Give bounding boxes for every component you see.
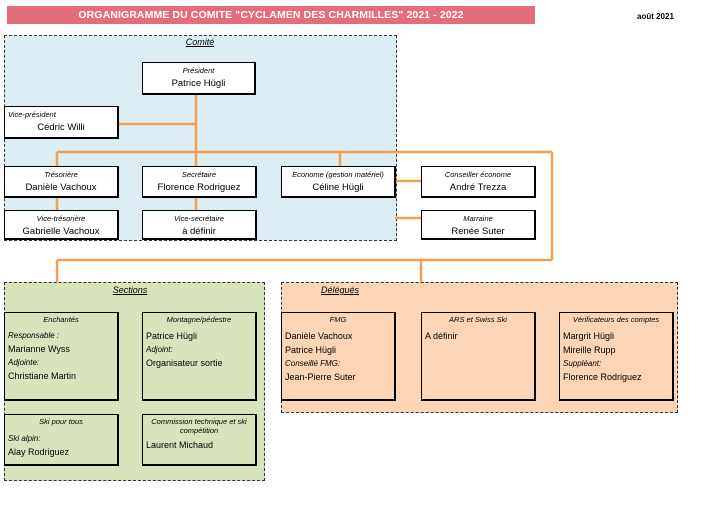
verificateurs-line1: Margrit Hügli <box>563 330 615 341</box>
sections-label: Sections <box>112 285 148 295</box>
verificateurs-head: Vérificateurs des comptes <box>572 315 660 324</box>
vice-secretaire-name: à définir <box>182 226 216 238</box>
fmg-line3: Jean-Pierre Suter <box>285 371 356 382</box>
comite-label: Comité <box>185 37 215 47</box>
president-box: Président Patrice Hügli <box>142 62 256 95</box>
president-name: Patrice Hügli <box>171 78 226 90</box>
montagne-box: Montagne/pédestre Patrice Hügli Adjoint:… <box>142 312 257 401</box>
page-title: ORGANIGRAMME DU COMITE "CYCLAMEN DES CHA… <box>7 6 535 24</box>
commission-head: Commission technique et ski compétition <box>151 417 247 435</box>
ars-head: ARS et Swiss Ski <box>449 315 507 324</box>
delegues-label: Délégués <box>320 285 360 295</box>
marraine-name: Renée Suter <box>451 226 505 238</box>
verificateurs-line2: Mireille Rupp <box>563 344 616 355</box>
vice-tresoriere-box: Vice-trésorière Gabrielle Vachoux <box>4 210 119 240</box>
vice-president-role: Vice-président <box>8 110 56 119</box>
tresoriere-name: Danièle Vachoux <box>25 182 97 194</box>
verificateurs-box: Vérificateurs des comptes Margrit Hügli … <box>559 312 674 401</box>
commission-line1: Laurent Michaud <box>146 440 214 451</box>
ars-box: ARS et Swiss Ski A définir <box>421 312 536 401</box>
conseiller-box: Conseiller économe André Trezza <box>421 166 536 198</box>
vice-president-box: Vice-président Cédric Willi <box>4 106 119 139</box>
ars-line1: A définir <box>425 330 458 341</box>
montagne-sub1: Adjoint: <box>146 344 173 354</box>
montagne-head: Montagne/pédestre <box>166 315 232 324</box>
montagne-line1: Patrice Hügli <box>146 330 198 341</box>
date-label: août 2021 <box>637 12 674 21</box>
tresoriere-role: Trésorière <box>44 170 78 179</box>
ski-box: Ski pour tous Ski alpin: Alay Rodriguez <box>4 414 119 466</box>
ski-sub1: Ski alpin: <box>8 433 41 443</box>
vice-tresoriere-name: Gabrielle Vachoux <box>22 226 100 238</box>
marraine-role: Marraine <box>463 214 493 223</box>
verificateurs-line3: Florence Rodriguez <box>563 371 642 382</box>
econome-box: Econome (gestion matériel) Céline Hügli <box>281 166 396 198</box>
fmg-line1: Danièle Vachoux <box>285 330 353 341</box>
conseiller-role: Conseiller économe <box>444 170 512 179</box>
fmg-line2: Patrice Hügli <box>285 344 337 355</box>
vice-tresoriere-role: Vice-trésorière <box>36 214 86 223</box>
fmg-sub1: Conseillé FMG: <box>285 358 341 368</box>
enchantes-line2: Christiane Martin <box>8 370 77 381</box>
econome-role: Econome (gestion matériel) <box>292 170 384 179</box>
ski-head: Ski pour tous <box>39 417 83 426</box>
fmg-head: FMG <box>329 315 347 324</box>
montagne-line2: Organisateur sortie <box>146 357 223 368</box>
ski-line1: Alay Rodriguez <box>8 446 70 457</box>
verificateurs-sub1: Suppléant: <box>563 358 602 368</box>
secretaire-name: Florence Rodriguez <box>157 182 241 194</box>
econome-name: Céline Hügli <box>312 182 364 194</box>
enchantes-box: Enchantés Responsable : Marianne Wyss Ad… <box>4 312 119 401</box>
enchantes-sub1: Responsable : <box>8 330 60 340</box>
enchantes-head: Enchantés <box>43 315 79 324</box>
secretaire-box: Secrétaire Florence Rodriguez <box>142 166 257 198</box>
president-role: Président <box>182 66 215 75</box>
enchantes-line1: Marianne Wyss <box>8 343 70 354</box>
commission-box: Commission technique et ski compétition … <box>142 414 257 466</box>
conseiller-name: André Trezza <box>449 182 507 194</box>
vice-secretaire-role: Vice-secrétaire <box>174 214 224 223</box>
vice-president-name: Cédric Willi <box>37 122 85 134</box>
fmg-box: FMG Danièle Vachoux Patrice Hügli Consei… <box>281 312 396 401</box>
secretaire-role: Secrétaire <box>181 170 217 179</box>
vice-secretaire-box: Vice-secrétaire à définir <box>142 210 257 240</box>
tresoriere-box: Trésorière Danièle Vachoux <box>4 166 119 198</box>
marraine-box: Marraine Renée Suter <box>421 210 536 240</box>
enchantes-sub2: Adjointe: <box>8 357 40 367</box>
